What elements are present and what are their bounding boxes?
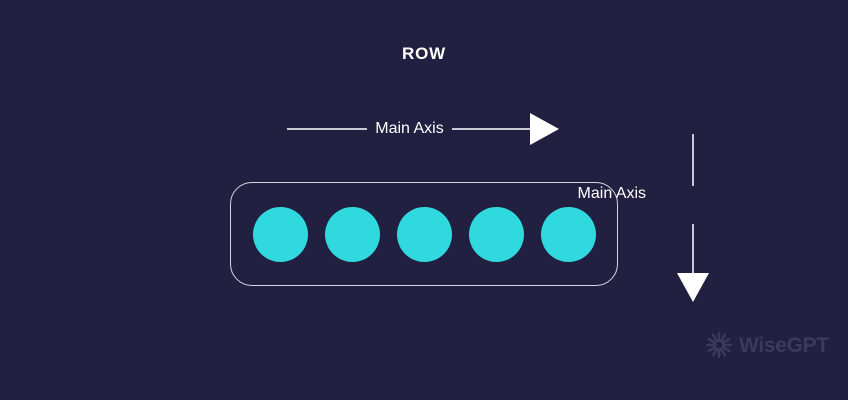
wisegpt-burst-icon bbox=[706, 332, 732, 358]
flex-item bbox=[540, 206, 596, 262]
flex-item bbox=[252, 206, 308, 262]
axis-line-left bbox=[287, 128, 368, 130]
flex-item bbox=[324, 206, 380, 262]
arrow-down-icon bbox=[677, 273, 709, 302]
horizontal-main-axis: Main Axis bbox=[287, 112, 559, 146]
flex-container bbox=[230, 182, 618, 286]
watermark-text: WiseGPT bbox=[739, 333, 829, 357]
flex-item bbox=[396, 206, 452, 262]
axis-line-right bbox=[451, 128, 532, 130]
axis-line-bottom bbox=[692, 223, 694, 275]
page-title: ROW bbox=[402, 44, 446, 63]
flex-item bbox=[468, 206, 524, 262]
watermark-logo: WiseGPT bbox=[705, 331, 829, 359]
arrow-right-icon bbox=[530, 113, 559, 145]
horizontal-axis-label: Main Axis bbox=[375, 120, 444, 137]
axis-line-top bbox=[692, 134, 694, 186]
vertical-main-axis bbox=[677, 134, 709, 302]
